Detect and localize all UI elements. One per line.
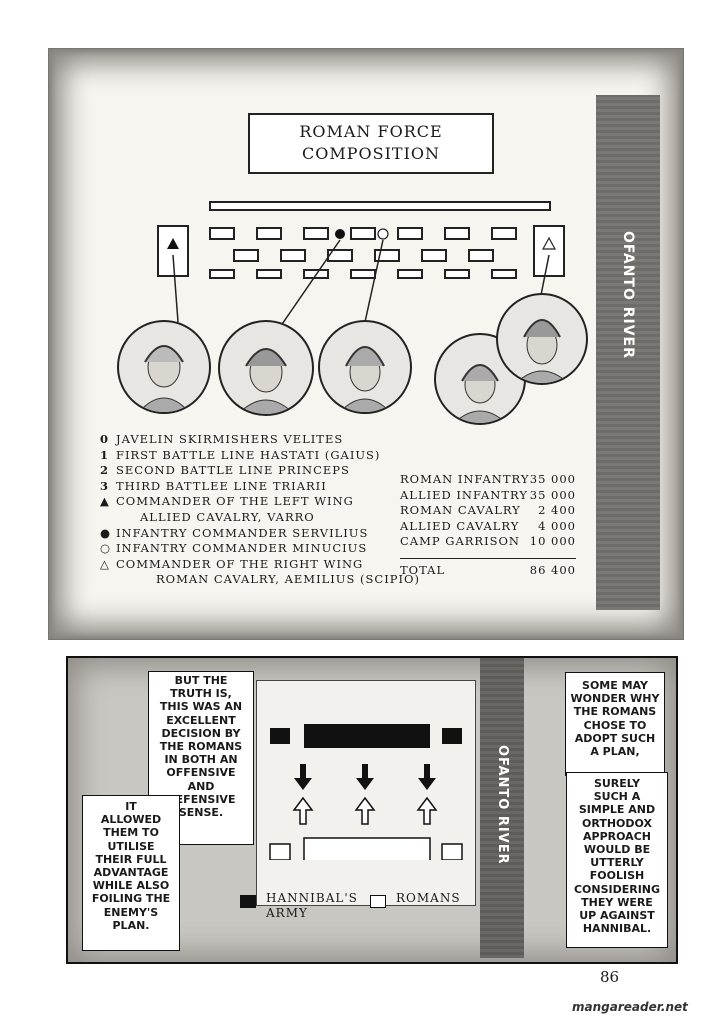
page-number: 86 — [600, 968, 620, 986]
minucius-marker — [377, 228, 389, 240]
hannibal-center — [304, 724, 430, 748]
varro-portrait — [117, 320, 211, 414]
right-wing-cavalry — [533, 225, 565, 277]
panel-title: ROMAN FORCE COMPOSITION — [248, 113, 494, 174]
hannibal-legend-swatch — [240, 895, 256, 908]
legend-item: ●INFANTRY COMMANDER SERVILIUS — [100, 525, 369, 540]
roman-left-cavalry — [269, 843, 291, 860]
roman-center — [303, 837, 431, 860]
hannibal-advance-arrows — [294, 764, 436, 790]
romans-legend-label: ROMANS — [396, 891, 461, 905]
hannibal-right-cavalry — [442, 728, 462, 744]
romans-legend-swatch — [370, 895, 386, 908]
legend-item: ALLIED CAVALRY, VARRO — [140, 509, 315, 524]
legend-item: ROMAN CAVALRY, AEMILIUS (SCIPIO) — [156, 572, 420, 587]
servilius-marker — [335, 229, 345, 239]
roman-advance-arrows — [292, 796, 438, 825]
site-watermark: mangareader.net — [572, 1000, 688, 1014]
velites-line — [209, 201, 551, 211]
ofanto-river-band — [596, 95, 660, 610]
battle-diagram-card — [256, 680, 476, 906]
principes-line — [233, 249, 494, 262]
left-wing-commander-marker — [167, 238, 179, 249]
right-wing-commander-marker — [541, 236, 557, 250]
legend-item: ▲COMMANDER OF THE LEFT WING — [100, 494, 354, 509]
aemilius-portrait — [496, 293, 588, 385]
title-line-2: COMPOSITION — [301, 144, 440, 163]
hannibal-left-cavalry — [270, 728, 290, 744]
river-label: OFANTO RIVER — [620, 231, 636, 359]
leader-lines — [172, 239, 550, 331]
river-label-2: OFANTO RIVER — [495, 745, 510, 865]
servilius-portrait — [218, 320, 314, 416]
left-wing-cavalry — [157, 225, 189, 277]
legend-item: ○INFANTRY COMMANDER MINUCIUS — [100, 541, 368, 556]
hastati-line — [209, 227, 517, 240]
roman-right-cavalry — [441, 843, 463, 860]
ofanto-river-band-2 — [480, 658, 524, 958]
battle-plan-diagram — [269, 724, 463, 860]
legend-item: △COMMANDER OF THE RIGHT WING — [100, 556, 364, 571]
minucius-portrait — [318, 320, 412, 414]
hannibal-legend-label: HANNIBAL'S ARMY — [266, 891, 358, 920]
title-line-1: ROMAN FORCE — [299, 122, 443, 141]
